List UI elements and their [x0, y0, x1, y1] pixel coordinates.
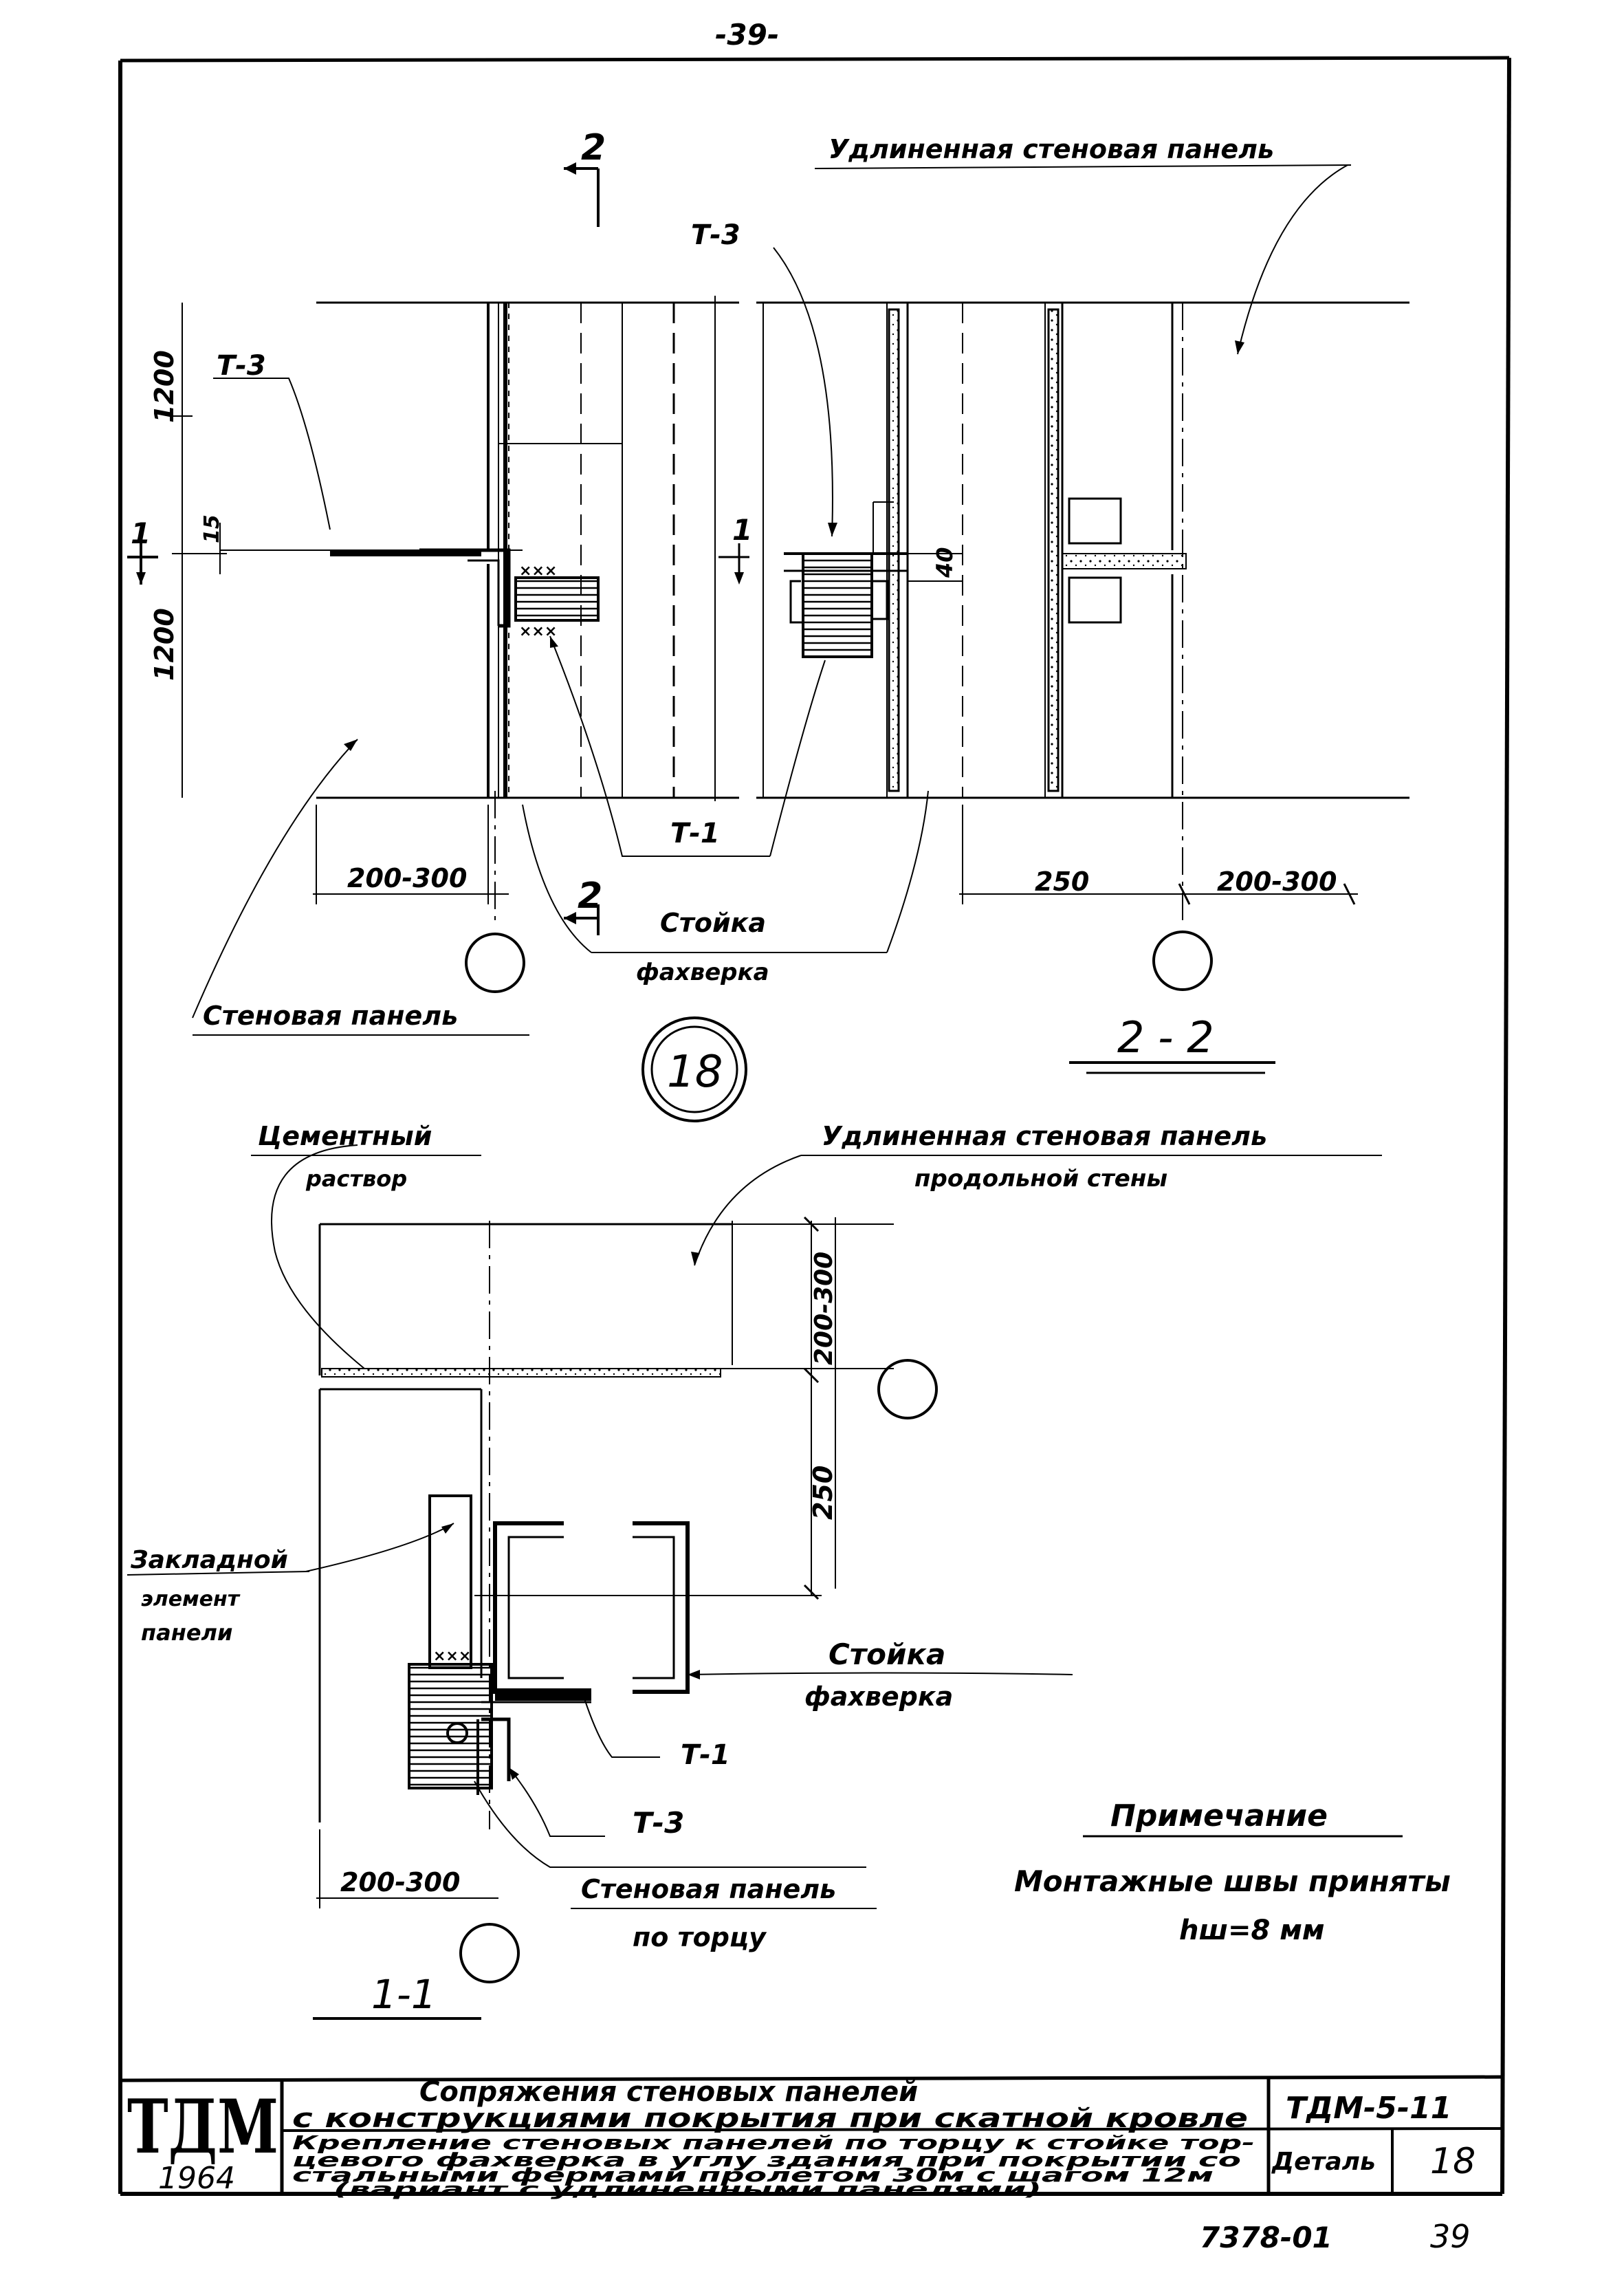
- note-line2: hш=8 мм: [1179, 1915, 1325, 1946]
- dim-15: 15: [200, 514, 224, 543]
- title-block: [120, 2075, 1503, 2194]
- label-long-wall-panel-line1: Удлиненная стеновая панель: [822, 1121, 1267, 1151]
- dim-200-300-bottom: 200-300: [340, 1867, 460, 1897]
- doc-number: 7378-01: [1200, 2221, 1332, 2254]
- label-post-line2: фахверка: [636, 959, 769, 986]
- dim-200-300-vertical: 200-300: [810, 1252, 838, 1365]
- series-code: ТДМ-5-11: [1286, 2091, 1451, 2126]
- dim-40: 40: [932, 547, 958, 578]
- cut-mark-2-top: 2: [581, 127, 606, 168]
- sheet-frame: [118, 56, 1511, 2196]
- label-embedded-line1: Закладной: [130, 1546, 288, 1574]
- label-cement-mortar-line1: Цементный: [258, 1121, 432, 1151]
- label-t1-1-1: Т-1: [681, 1739, 730, 1771]
- detail-number-circle: 18: [641, 1016, 747, 1122]
- note-line1: Монтажные швы приняты: [1014, 1864, 1451, 1898]
- note-heading: Примечание: [1110, 1798, 1328, 1833]
- section-2-2-title: 2 - 2: [1117, 1012, 1214, 1063]
- title-line1: Сопряжения стеновых панелей: [419, 2076, 918, 2108]
- label-post-1-1-line1: Стойка: [829, 1637, 945, 1671]
- title-line2: с конструкциями покрытия при скатной кро…: [292, 2103, 1248, 2133]
- dim-200-300-right: 200-300: [1217, 867, 1337, 897]
- underline-embedded: [127, 1571, 310, 1576]
- cut-mark-1-left: 1: [131, 516, 151, 550]
- svg-text:18: 18: [667, 1047, 723, 1098]
- label-t1: Т-1: [670, 818, 720, 849]
- page-number-bottom: 39: [1430, 2218, 1471, 2255]
- svg-text:×××: ×××: [519, 623, 557, 640]
- svg-text:×××: ×××: [519, 563, 557, 580]
- section-1-1-drawing: ×××: [271, 1144, 1073, 2020]
- dim-250-vertical: 250: [808, 1466, 838, 1520]
- label-embedded-line3: панели: [141, 1620, 232, 1646]
- label-end-panel-line2: по торцу: [633, 1922, 767, 1952]
- section-2-2-drawing: ××× ×××: [127, 162, 1409, 1074]
- label-elongated-panel: Удлиненная стеновая панель: [829, 134, 1274, 164]
- dim-1200-top: 1200: [149, 350, 179, 423]
- label-cement-mortar-line2: раствор: [305, 1166, 407, 1192]
- section-1-1-title: 1-1: [371, 1971, 437, 2018]
- detail-label: Деталь: [1271, 2148, 1376, 2176]
- tdm-logo: ТДМ: [127, 2084, 278, 2170]
- label-post-1-1-line2: фахверка: [804, 1681, 953, 1712]
- dim-250: 250: [1035, 867, 1089, 897]
- subtitle-line1: Крепление стеновых панелей по торцу к ст…: [292, 2131, 1255, 2154]
- label-end-panel-line1: Стеновая панель: [581, 1874, 836, 1904]
- svg-text:×××: ×××: [433, 1648, 471, 1665]
- label-post-line1: Стойка: [660, 908, 766, 938]
- dim-200-300-left: 200-300: [347, 863, 467, 893]
- label-embedded-line2: элемент: [141, 1587, 241, 1611]
- cut-mark-2-bottom: 2: [578, 875, 602, 917]
- cut-mark-1-center: 1: [732, 513, 752, 547]
- label-t3-left: Т-3: [217, 350, 266, 382]
- label-t3-center: Т-3: [691, 219, 740, 251]
- label-wall-panel: Стеновая панель: [203, 1001, 458, 1031]
- dim-1200-bottom: 1200: [149, 608, 179, 681]
- subtitle-line3: стальными фермами пролетом 30м с шагом 1…: [292, 2164, 1214, 2186]
- title-block-year: 1964: [158, 2161, 235, 2196]
- page-number-top: -39-: [715, 18, 779, 52]
- axis-circle-1-1-right: [877, 1359, 938, 1419]
- axis-circle-1-1-bottom: [459, 1923, 520, 1983]
- label-t3-1-1: Т-3: [633, 1806, 684, 1840]
- subtitle-line2: цевого фахверка в углу здания при покрыт…: [292, 2148, 1241, 2171]
- axis-circle-left: [465, 933, 525, 993]
- underline-elongated-panel: [814, 164, 1352, 169]
- label-long-wall-panel-line2: продольной стены: [914, 1165, 1167, 1193]
- subtitle-line4: (вариант с удлиненными панелями): [333, 2179, 1042, 2200]
- axis-circle-right: [1152, 930, 1213, 991]
- detail-number: 18: [1430, 2141, 1475, 2182]
